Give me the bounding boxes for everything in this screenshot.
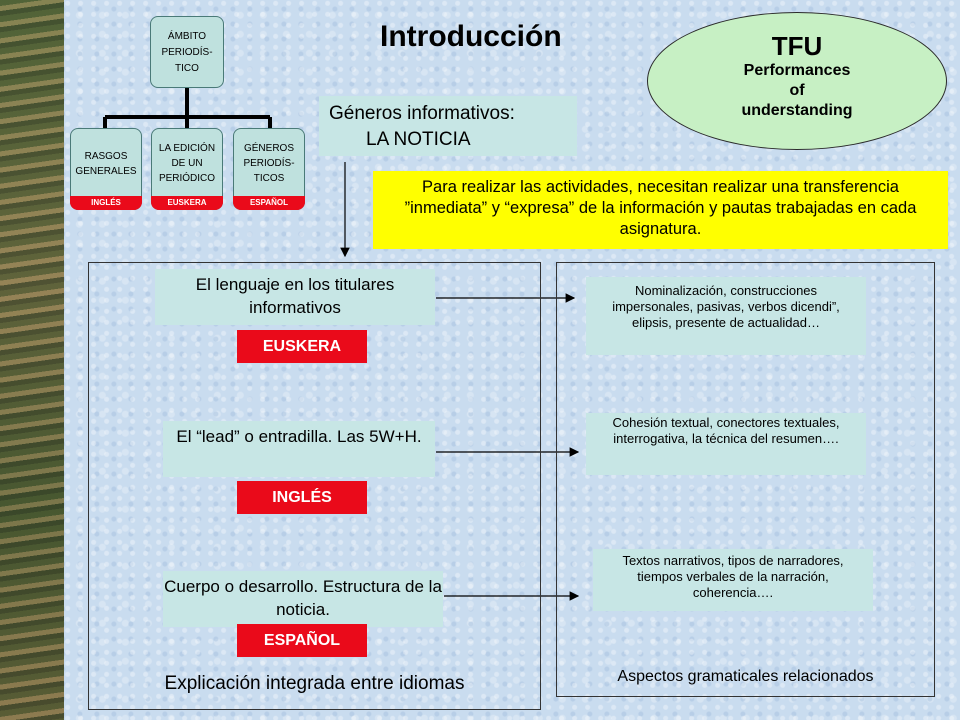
tfu-title: TFU <box>771 31 823 61</box>
right-panel-caption: Aspectos gramaticales relacionados <box>617 668 874 685</box>
topic-box-ingles: El “lead” o entradilla. Las 5W+H. <box>163 421 435 477</box>
language-label-euskera: EUSKERA <box>237 330 367 363</box>
language-label-ingles: INGLÉS <box>237 481 367 514</box>
tree-root-label: ÁMBITO PERIODÍS-TICO <box>161 31 213 74</box>
grammar-box-1: Nominalización, construcciones impersona… <box>586 277 866 355</box>
tree-node-rasgos: RASGOS GENERALES INGLÉS <box>70 128 142 210</box>
left-panel <box>88 262 541 710</box>
topic-text: El lenguaje en los titulares informativo… <box>195 275 395 317</box>
tree-node-label: GÉNEROS PERIODÍS-TICOS <box>243 143 295 184</box>
tree-node-edicion: LA EDICIÓN DE UN PERIÓDICO EUSKERA <box>151 128 223 210</box>
grammar-box-3: Textos narrativos, tipos de narradores, … <box>593 549 873 611</box>
topic-box-euskera: El lenguaje en los titulares informativo… <box>155 269 435 325</box>
language-label-espanol: ESPAÑOL <box>237 624 367 657</box>
decorative-photo-strip <box>0 0 64 720</box>
tfu-line-1: Performances <box>743 62 851 79</box>
tree-node-tag: INGLÉS <box>70 196 142 210</box>
tfu-ellipse: TFU Performances of understanding <box>647 12 947 150</box>
right-panel <box>556 262 935 697</box>
grammar-box-2: Cohesión textual, conectores textuales, … <box>586 413 866 475</box>
topic-box-espanol: Cuerpo o desarrollo. Estructura de la no… <box>163 571 443 627</box>
grammar-text: Textos narrativos, tipos de narradores, … <box>622 553 844 600</box>
tfu-line-3: understanding <box>741 102 853 119</box>
tree-root-node: ÁMBITO PERIODÍS-TICO <box>150 16 224 88</box>
tree-node-tag: EUSKERA <box>151 196 223 210</box>
tree-node-generos: GÉNEROS PERIODÍS-TICOS ESPAÑOL <box>233 128 305 210</box>
instructions-text: Para realizar las actividades, necesitan… <box>404 178 917 238</box>
genres-line-2: LA NOTICIA <box>366 129 471 150</box>
instructions-note: Para realizar las actividades, necesitan… <box>373 171 948 249</box>
grammar-text: Cohesión textual, conectores textuales, … <box>612 415 840 446</box>
tree-node-label: LA EDICIÓN DE UN PERIÓDICO <box>158 143 216 184</box>
genres-box: Géneros informativos: LA NOTICIA <box>319 96 577 156</box>
grammar-text: Nominalización, construcciones impersona… <box>612 283 840 330</box>
tree-node-tag: ESPAÑOL <box>233 196 305 210</box>
topic-text: Cuerpo o desarrollo. Estructura de la no… <box>164 577 442 619</box>
page-title: Introducción <box>380 20 562 53</box>
left-panel-caption: Explicación integrada entre idiomas <box>164 673 465 694</box>
topic-text: El “lead” o entradilla. Las 5W+H. <box>176 427 422 446</box>
tfu-line-2: of <box>789 82 805 99</box>
genres-line-1: Géneros informativos: <box>329 103 515 124</box>
tree-node-label: RASGOS GENERALES <box>75 151 137 177</box>
